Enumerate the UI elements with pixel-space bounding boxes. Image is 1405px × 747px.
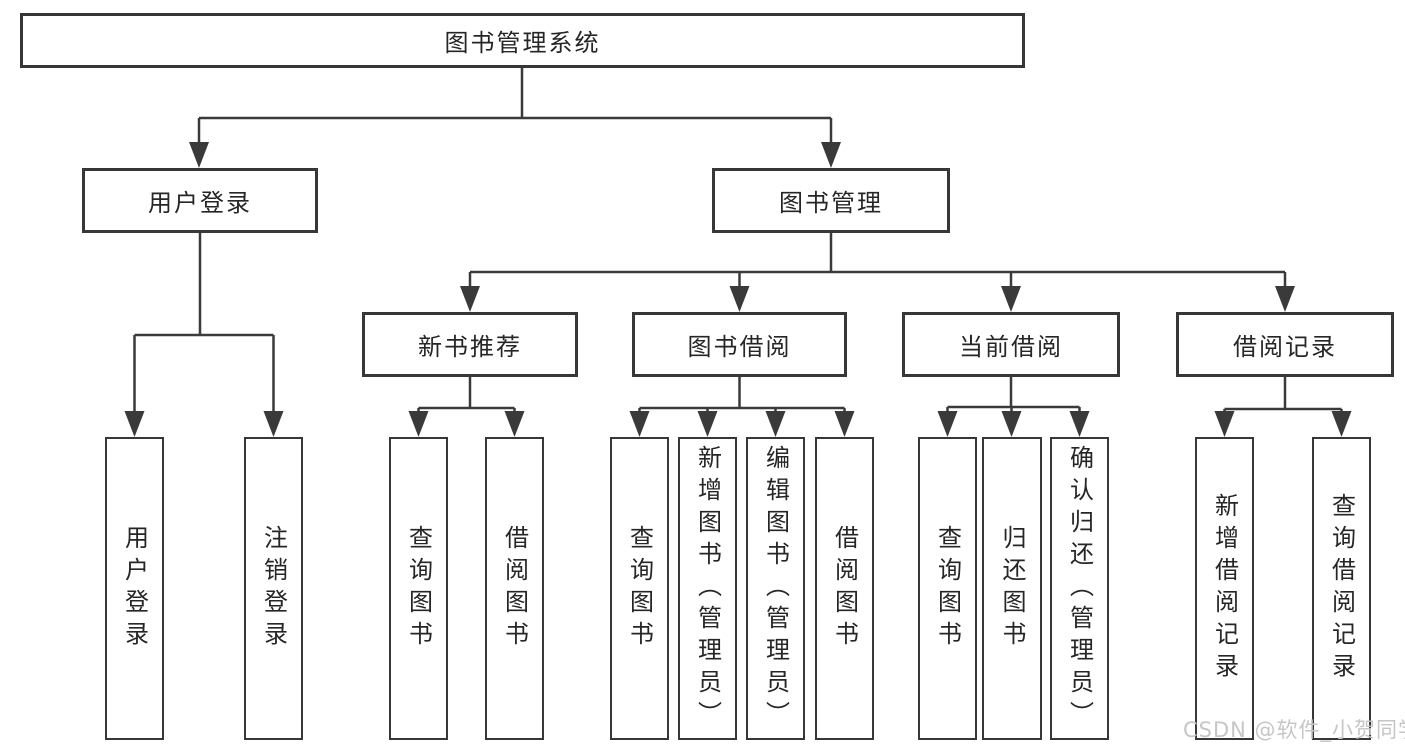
leaf-borrow-books-2: 借阅图书 <box>815 437 874 740</box>
leaf-add-borrowing-record: 新增借阅记录 <box>1195 437 1254 740</box>
leaf-query-books-3: 查询图书 <box>918 437 977 740</box>
arrowheads <box>124 142 1352 437</box>
node-user-login: 用户登录 <box>82 168 318 233</box>
leaf-edit-books-admin: 编辑图书（管理员） <box>746 437 805 740</box>
node-new-book-recommendation: 新书推荐 <box>362 312 578 377</box>
leaf-borrow-books: 借阅图书 <box>485 437 544 740</box>
node-book-management: 图书管理 <box>712 168 950 233</box>
leaf-query-books: 查询图书 <box>389 437 448 740</box>
node-library-management-system: 图书管理系统 <box>20 13 1025 68</box>
leaf-add-books-admin: 新增图书（管理员） <box>678 437 737 740</box>
node-borrowing-records: 借阅记录 <box>1176 312 1394 377</box>
leaf-user-login: 用户登录 <box>105 437 164 740</box>
leaf-query-books-2: 查询图书 <box>610 437 669 740</box>
csdn-watermark: CSDN @软件_小贺同学 <box>1183 718 1405 742</box>
leaf-query-borrowing-record: 查询借阅记录 <box>1312 437 1371 740</box>
leaf-confirm-return-admin: 确认归还（管理员） <box>1050 437 1109 740</box>
leaf-logout: 注销登录 <box>244 437 303 740</box>
leaf-return-books: 归还图书 <box>982 437 1042 740</box>
node-book-borrowing: 图书借阅 <box>632 312 847 377</box>
node-current-borrowing: 当前借阅 <box>902 312 1120 377</box>
